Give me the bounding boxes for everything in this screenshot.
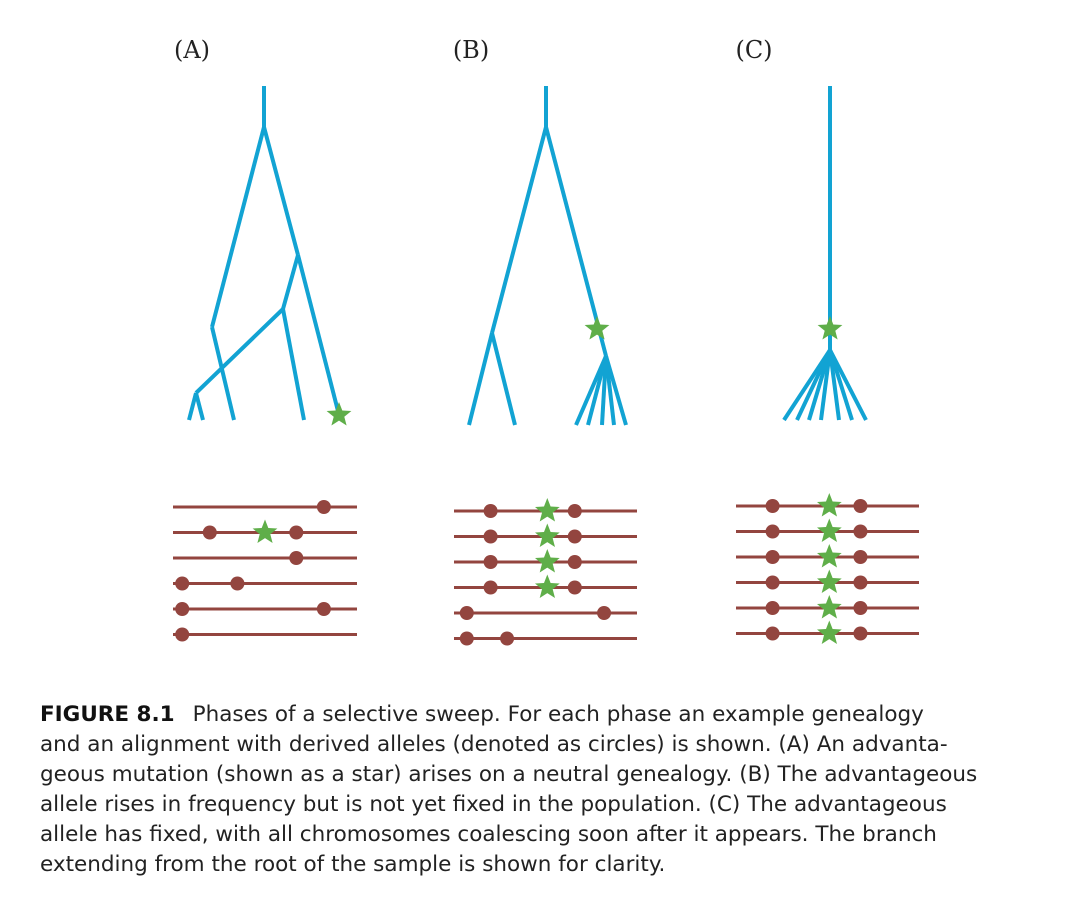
branch-n6 [296, 254, 341, 416]
branch-n5 [490, 332, 517, 426]
caption-line-4: allele rises in frequency but is not yet… [40, 792, 947, 817]
caption-line-6: extending from the root of the sample is… [40, 852, 666, 877]
panel-c-label: (C) [735, 36, 772, 64]
derived-allele-circle [175, 602, 190, 616]
derived-allele-circle [567, 580, 582, 595]
figure-caption: FIGURE 8.1 Phases of a selective sweep. F… [40, 700, 1060, 880]
mutation-star [817, 544, 842, 568]
derived-allele-circle [483, 529, 498, 544]
branch-n6 [828, 349, 841, 421]
derived-allele-circle [289, 525, 304, 540]
panel-a-alignment [173, 500, 357, 642]
branch-n7 [194, 307, 285, 395]
panel-a: (A) [173, 36, 357, 642]
derived-allele-circle [853, 524, 868, 539]
derived-allele-circle [483, 555, 498, 569]
derived-allele-circle [567, 504, 582, 518]
derived-allele-circle [459, 606, 474, 620]
derived-allele-circle [597, 606, 612, 620]
branch-n5 [281, 254, 300, 310]
caption-line-2: and an alignment with derived alleles (d… [40, 732, 948, 757]
branch-n3 [544, 126, 608, 357]
mutation-star [535, 574, 560, 598]
derived-allele-circle [765, 524, 780, 539]
derived-allele-circle [202, 525, 217, 540]
caption-text-1: Phases of a selective sweep. For each ph… [192, 702, 924, 727]
branch-n5 [819, 349, 832, 421]
caption-line-3: geous mutation (shown as a star) arises … [40, 762, 978, 787]
derived-allele-circle [853, 575, 868, 590]
panel-b-label: (B) [453, 36, 489, 64]
derived-allele-circle [567, 555, 582, 569]
derived-allele-circle [316, 602, 331, 616]
branch-n4 [210, 326, 236, 421]
panel-b-genealogy [467, 86, 628, 426]
mutation-star [817, 595, 842, 619]
derived-allele-circle [765, 550, 780, 564]
derived-allele-circle [175, 627, 190, 642]
mutation-star [535, 549, 560, 573]
panel-a-genealogy [187, 86, 352, 426]
mutation-star [535, 498, 560, 522]
panel-c-alignment [736, 493, 919, 644]
derived-allele-circle [175, 576, 190, 591]
advantageous-mutation-star [817, 316, 843, 340]
branch-n3 [262, 126, 300, 256]
derived-allele-circle [853, 601, 868, 615]
branch-n2 [210, 126, 266, 328]
caption-line-5: allele has fixed, with all chromosomes c… [40, 822, 937, 847]
derived-allele-circle [483, 504, 498, 518]
branch-n10 [194, 392, 205, 421]
branch-n8 [281, 308, 306, 421]
panel-a-label: (A) [174, 36, 210, 64]
mutation-star [535, 523, 560, 547]
branch-n7 [828, 349, 854, 421]
derived-allele-circle [765, 499, 780, 513]
panel-c: (C) [735, 36, 919, 644]
mutation-star [252, 519, 278, 543]
branch-n7 [586, 355, 608, 426]
panel-c-genealogy [782, 86, 868, 422]
derived-allele-circle [500, 631, 515, 646]
derived-allele-circle [567, 529, 582, 544]
caption-line-1: FIGURE 8.1 Phases of a selective sweep. F… [40, 700, 1060, 730]
derived-allele-circle [483, 580, 498, 595]
branch-n4 [467, 332, 494, 426]
derived-allele-circle [289, 551, 304, 565]
derived-allele-circle [230, 576, 245, 591]
branch-n9 [187, 392, 198, 421]
derived-allele-circle [316, 500, 331, 514]
panel-b-alignment [454, 498, 637, 646]
derived-allele-circle [765, 626, 780, 641]
branch-n10 [604, 355, 628, 426]
branch-n2 [490, 126, 548, 334]
panel-b: (B) [453, 36, 637, 646]
mutation-star [817, 493, 842, 517]
derived-allele-circle [853, 550, 868, 564]
derived-allele-circle [853, 626, 868, 641]
derived-allele-circle [459, 631, 474, 646]
mutation-star [817, 620, 842, 644]
derived-allele-circle [765, 575, 780, 590]
advantageous-mutation-star [584, 316, 610, 340]
derived-allele-circle [853, 499, 868, 513]
mutation-star [817, 518, 842, 542]
derived-allele-circle [765, 601, 780, 615]
advantageous-mutation-star [326, 402, 352, 426]
selective-sweep-diagram: (A) (B) (C) [173, 36, 919, 646]
branch-n8 [828, 349, 868, 421]
figure-number: FIGURE 8.1 [40, 702, 175, 727]
mutation-star [817, 569, 842, 593]
